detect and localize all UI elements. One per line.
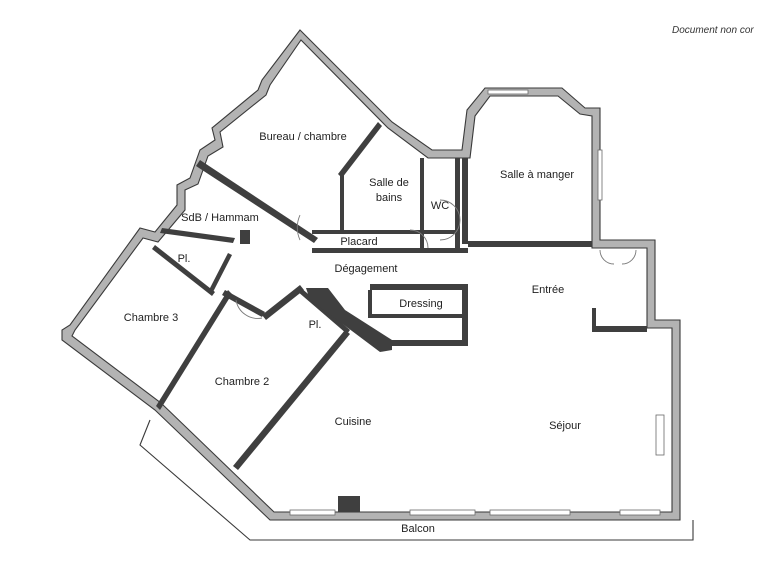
room-label-degagement: Dégagement [335, 263, 398, 275]
room-label-placard-1: Pl. [178, 253, 191, 265]
room-label-sejour: Séjour [549, 420, 581, 432]
room-label-salle-de-bains-line2: bains [376, 192, 403, 204]
room-label-bureau: Bureau / chambre [259, 131, 346, 143]
room-label-placard: Placard [340, 236, 377, 248]
interior-walls [152, 122, 647, 512]
windows [289, 89, 665, 516]
room-label-chambre-2: Chambre 2 [215, 376, 269, 388]
room-label-placard-2: Pl. [309, 319, 322, 331]
room-label-sdb-hammam: SdB / Hammam [181, 212, 259, 224]
room-label-entree: Entrée [532, 284, 564, 296]
document-notice: Document non cor [672, 25, 754, 36]
doors [235, 199, 637, 319]
exterior-walls [61, 29, 681, 521]
room-label-balcon: Balcon [401, 523, 435, 535]
room-label-chambre-3: Chambre 3 [124, 312, 178, 324]
room-label-cuisine: Cuisine [335, 416, 372, 428]
room-label-dressing: Dressing [399, 298, 442, 310]
room-label-salle-de-bains-line1: Salle de [369, 177, 409, 189]
room-label-salle-a-manger: Salle à manger [500, 169, 574, 181]
room-labels: Bureau / chambre Salle de bains WC Salle… [124, 131, 581, 535]
balcony-outline [139, 419, 694, 541]
room-label-wc: WC [431, 200, 449, 212]
